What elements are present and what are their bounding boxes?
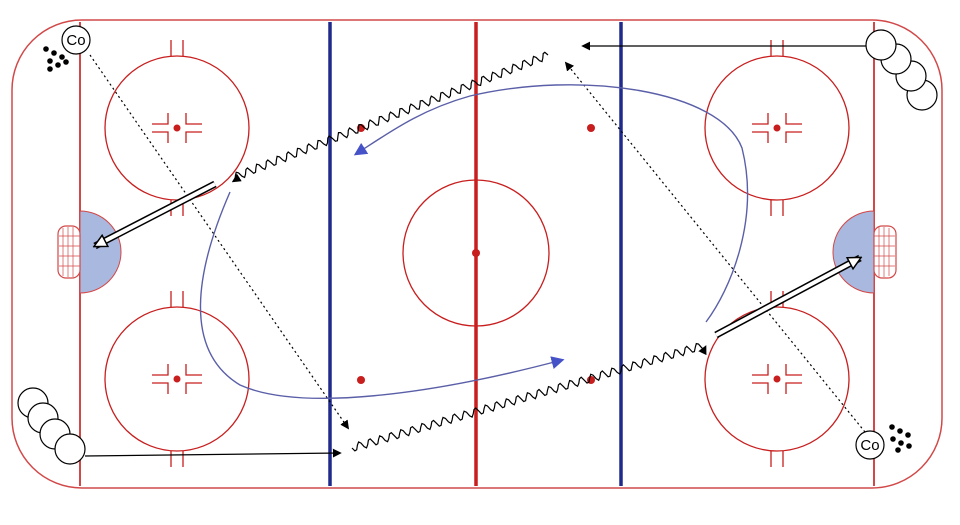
player-circle-icon [54,433,86,465]
goal-net-left [57,225,81,279]
puck-carry-path-top [231,51,549,183]
faceoff-circle-bottom-right [704,291,850,467]
center-faceoff-circle [402,179,550,327]
coach-right: Co [855,430,885,460]
puck-carry-path-bottom [351,342,707,452]
goal-crease-left [79,210,122,294]
coach-left-label: Co [66,32,85,49]
skate-arrow-bottom [84,448,342,458]
player-circle-icon [865,29,897,61]
puck-pile-icon [889,424,912,453]
shot-arrow-right [714,254,860,339]
player-line-bottom-left [17,387,86,465]
pass-line-right [564,61,866,433]
neutral-zone-dot [587,124,595,132]
puck-pile-icon [43,46,69,72]
neutral-zone-dot [357,376,365,384]
shot-arrow-left [95,180,217,250]
skate-route-left [199,191,565,399]
faceoff-circle-bottom-left [104,291,250,467]
faceoff-circle-top-right [704,40,850,216]
pass-line-left [89,54,350,430]
skate-route-right [353,84,749,323]
goal-net-right [873,225,897,279]
coach-left: Co [61,25,91,55]
player-line-top-right [865,29,938,111]
goal-crease-right [832,210,875,294]
coach-right-label: Co [860,437,879,454]
